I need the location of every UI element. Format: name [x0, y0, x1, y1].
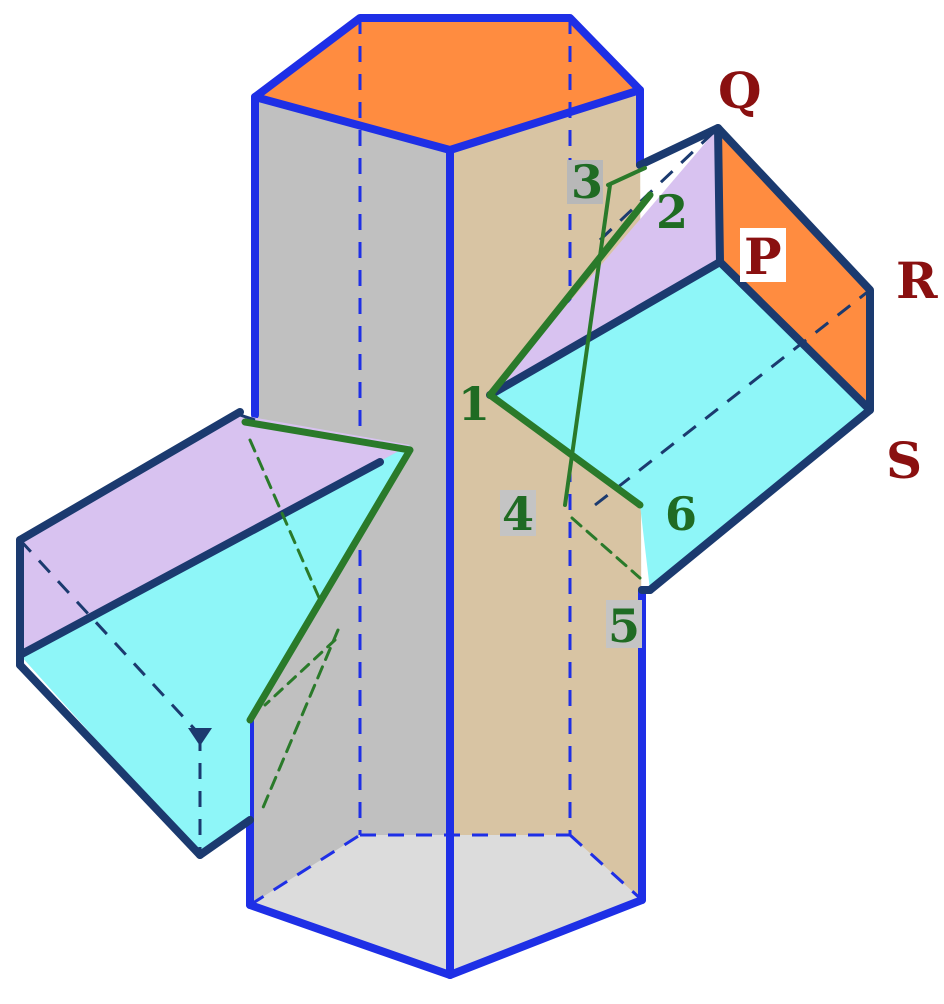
point-label-2: 2 [656, 185, 688, 239]
intersection-right-visible [486, 191, 654, 509]
label-P-bg [740, 228, 786, 282]
point-label-1: 1 [458, 377, 490, 431]
intersection-right-5 [570, 516, 642, 580]
intersection-right-3-4 [563, 183, 612, 507]
point-label-3: 3 [571, 155, 603, 209]
label-5-bg [606, 600, 642, 648]
intersection-left-hidden-3 [263, 638, 337, 707]
vertex-labels: Q P R S [718, 61, 938, 490]
vertex-label-R: R [896, 251, 938, 310]
intersection-left-visible [241, 418, 414, 724]
vertex-label-S: S [886, 431, 922, 490]
intersection-left-hidden-1 [248, 438, 322, 602]
left-prism-top-face [20, 415, 410, 655]
point-labels: 3 2 1 4 6 5 [458, 155, 697, 653]
point-label-4: 4 [502, 487, 534, 541]
right-prism-hidden-edges [594, 126, 871, 507]
left-prism-edges [16, 408, 384, 859]
left-prism-hidden-edges [18, 413, 256, 855]
label-3-bg [567, 160, 603, 204]
intersection-left-hidden-2 [260, 628, 340, 812]
vertex-label-Q: Q [718, 61, 762, 120]
left-prism-cut-marker [188, 728, 212, 746]
vertex-label-P: P [744, 227, 782, 286]
column-hidden-edges [249, 18, 644, 907]
label-4-bg [500, 490, 536, 536]
right-prism-edges [486, 124, 874, 594]
right-prism-end-face [718, 128, 870, 410]
point-label-6: 6 [665, 487, 697, 541]
intersection-lines [241, 166, 654, 812]
left-prism [16, 408, 410, 859]
point-label-5: 5 [608, 599, 640, 653]
left-prism-front-face [20, 445, 410, 855]
intersection-right-3-top [606, 166, 647, 187]
